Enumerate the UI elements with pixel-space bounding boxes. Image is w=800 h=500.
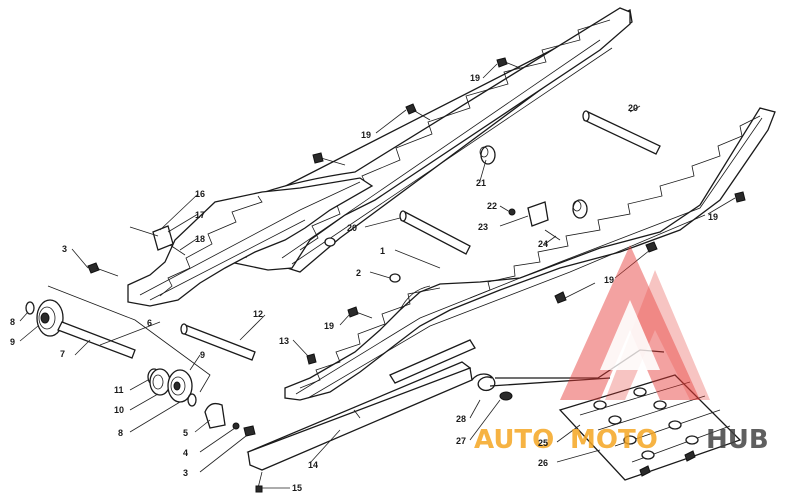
label-part-20-lower: 20 bbox=[347, 223, 357, 233]
label-part-24: 24 bbox=[538, 239, 548, 249]
slide-rail-14 bbox=[246, 361, 473, 471]
spacer-21a bbox=[479, 145, 496, 165]
label-part-10: 10 bbox=[114, 405, 124, 415]
wheel-assembly bbox=[25, 285, 211, 407]
bolt-19-top bbox=[496, 57, 521, 69]
label-part-18: 18 bbox=[195, 234, 205, 244]
axle-shaft bbox=[180, 323, 256, 361]
label-part-26: 26 bbox=[538, 458, 548, 468]
label-part-6: 6 bbox=[147, 318, 152, 328]
label-part-1: 1 bbox=[380, 246, 385, 256]
label-part-15: 15 bbox=[292, 483, 302, 493]
label-part-3-lower: 3 bbox=[183, 468, 188, 478]
label-part-3-upper: 3 bbox=[62, 244, 67, 254]
label-part-23: 23 bbox=[478, 222, 488, 232]
label-part-13: 13 bbox=[279, 336, 289, 346]
stop-block-23 bbox=[527, 201, 561, 241]
label-part-25: 25 bbox=[538, 438, 548, 448]
bolt-13 bbox=[306, 353, 317, 365]
leader-lines bbox=[19, 63, 736, 489]
bolt-19-far-right bbox=[645, 241, 658, 253]
label-part-19-lower: 19 bbox=[324, 321, 334, 331]
label-part-19-right: 19 bbox=[708, 212, 718, 222]
label-part-9-right: 9 bbox=[200, 350, 205, 360]
left-rail-front bbox=[127, 177, 374, 307]
bolt-19-right bbox=[734, 191, 746, 203]
watermark-auto: AUTO bbox=[474, 425, 554, 455]
label-part-28: 28 bbox=[456, 414, 466, 424]
washer-2 bbox=[324, 237, 336, 247]
nut-22 bbox=[508, 208, 516, 216]
shoe-5 bbox=[204, 402, 256, 437]
bolt-15 bbox=[255, 471, 263, 493]
label-part-19-mid: 19 bbox=[604, 275, 614, 285]
track-section bbox=[558, 374, 742, 481]
label-part-19-upper-mid: 19 bbox=[361, 130, 371, 140]
cross-shaft-lower bbox=[399, 210, 471, 255]
label-part-8-lower: 8 bbox=[118, 428, 123, 438]
label-part-22: 22 bbox=[487, 201, 497, 211]
label-part-14: 14 bbox=[308, 460, 318, 470]
bolt-19-left bbox=[312, 152, 346, 166]
label-part-4: 4 bbox=[183, 448, 188, 458]
guide-rail-strip bbox=[389, 339, 476, 384]
label-part-12: 12 bbox=[253, 309, 263, 319]
label-part-19-top: 19 bbox=[470, 73, 480, 83]
bolt-19-lower bbox=[347, 306, 373, 319]
label-part-27: 27 bbox=[456, 436, 466, 446]
label-part-11: 11 bbox=[114, 385, 124, 395]
washer-2b bbox=[389, 273, 401, 283]
part-labels: 19 20 19 21 19 16 17 18 20 22 23 24 3 1 … bbox=[10, 73, 718, 493]
watermark-moto: MOTO bbox=[570, 425, 658, 455]
bolt-19-mid bbox=[554, 291, 567, 304]
watermark-hub: HUB bbox=[706, 425, 769, 455]
bolt-19-upper-mid bbox=[405, 103, 431, 121]
label-part-9-left: 9 bbox=[10, 337, 15, 347]
bolt-3-upper bbox=[87, 262, 119, 277]
watermark: AUTO MOTO HUB bbox=[474, 245, 769, 455]
label-part-20-upper: 20 bbox=[628, 103, 638, 113]
label-part-21: 21 bbox=[476, 178, 486, 188]
left-rail-lower bbox=[284, 107, 776, 401]
label-part-8-upper: 8 bbox=[10, 317, 15, 327]
triangle-logo-icon bbox=[560, 245, 710, 400]
cross-shaft-upper bbox=[582, 110, 661, 155]
label-part-5: 5 bbox=[183, 428, 188, 438]
spacer-21b bbox=[572, 199, 588, 219]
label-part-7: 7 bbox=[60, 349, 65, 359]
label-part-2: 2 bbox=[356, 268, 361, 278]
label-part-16: 16 bbox=[195, 189, 205, 199]
label-part-17: 17 bbox=[195, 210, 205, 220]
